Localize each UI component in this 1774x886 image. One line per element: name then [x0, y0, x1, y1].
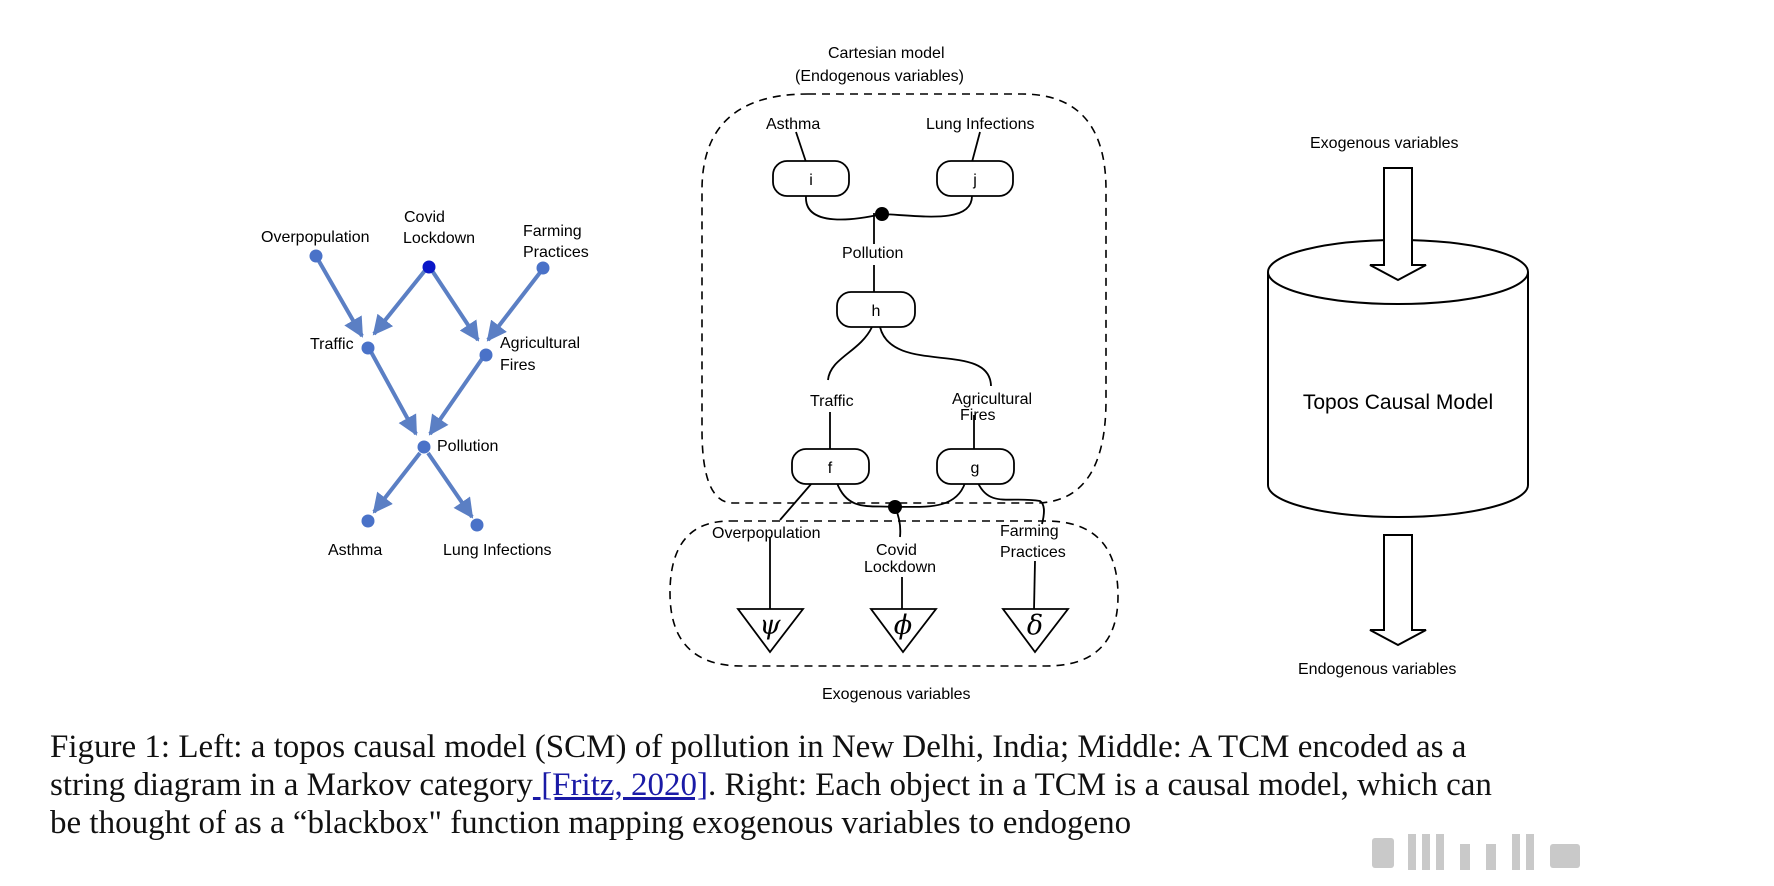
citation-link[interactable]: [Fritz, 2020] [532, 767, 708, 803]
left-nodes [309, 249, 550, 532]
edge-traffic-pollution [368, 349, 418, 436]
label-asthma: Asthma [328, 542, 382, 559]
exogenous-variables-label: Exogenous variables [822, 686, 971, 703]
wire-farming-delta [1033, 560, 1036, 611]
edge-covid-traffic [372, 266, 429, 336]
exogenous-boundary [669, 520, 1119, 667]
box-f [791, 448, 870, 485]
right-endogenous-label: Endogenous variables [1298, 661, 1456, 678]
wire-label-fires: Fires [960, 407, 996, 424]
input-arrow [1369, 167, 1427, 282]
box-j-label: j [972, 172, 977, 189]
wire-j-join [881, 195, 973, 218]
label-lockdown: Lockdown [403, 230, 475, 247]
wire-g-copy [894, 482, 966, 508]
edge-farming-agricultural-fires [486, 268, 544, 342]
wire-label-practices: Practices [1000, 544, 1066, 561]
output-arrow [1369, 534, 1427, 647]
middle-string-diagram: Cartesian model (Endogenous variables) [669, 45, 1119, 703]
wire-label-overpopulation: Overpopulation [712, 525, 821, 542]
wire-label-lung-infections: Lung Infections [926, 116, 1035, 133]
right-exogenous-label: Exogenous variables [1310, 135, 1459, 152]
watermark-overlay [1360, 830, 1740, 878]
edge-pollution-lung-infections [426, 451, 474, 519]
wire-label-agricultural: Agricultural [952, 391, 1032, 408]
box-h [836, 291, 916, 328]
wire-label-asthma: Asthma [766, 116, 820, 133]
label-agricultural: Agricultural [500, 335, 580, 352]
edge-pollution-asthma [372, 451, 422, 514]
wire-label-covid: Covid [876, 542, 917, 559]
box-h-label: h [872, 303, 881, 320]
caption-line-2-start: string diagram in a Markov category [50, 767, 533, 803]
box-g-label: g [971, 460, 980, 477]
edge-agricultural-fires-pollution [428, 354, 486, 436]
wire-h-traffic [827, 326, 873, 381]
label-practices: Practices [523, 244, 589, 261]
state-psi-triangle [736, 608, 805, 654]
label-lung-infections: Lung Infections [443, 542, 552, 559]
wire-g-farming [977, 482, 1045, 525]
wire-label-traffic: Traffic [810, 393, 854, 410]
right-blackbox-diagram: Exogenous variables Topos Causal Model E… [1267, 135, 1529, 678]
label-farming: Farming [523, 223, 582, 240]
node-agricultural-fires [479, 348, 493, 362]
cylinder-body [1267, 272, 1529, 518]
box-i [772, 160, 850, 197]
cartesian-title: Cartesian model [828, 45, 945, 62]
wire-label-farming: Farming [1000, 523, 1059, 540]
node-asthma [361, 514, 375, 528]
state-triangles [736, 608, 1070, 654]
wire-label-lockdown: Lockdown [864, 559, 936, 576]
box-f-label: f [828, 460, 833, 477]
wire-i-join [805, 195, 883, 221]
wire-lung-infections [971, 131, 981, 163]
node-farming-practices [536, 261, 550, 275]
label-covid: Covid [404, 209, 445, 226]
caption-line-1: Figure 1: Left: a topos causal model (SC… [50, 729, 1467, 765]
node-traffic [361, 341, 375, 355]
label-fires: Fires [500, 357, 536, 374]
cartesian-subtitle: (Endogenous variables) [795, 68, 964, 85]
box-i-label: i [809, 172, 813, 189]
edge-covid-agricultural-fires [429, 267, 480, 342]
state-psi-symbol: ψ [759, 610, 781, 641]
left-labels: Overpopulation Covid Lockdown Farming Pr… [261, 209, 589, 559]
copy-dot-bottom [888, 500, 902, 514]
label-traffic: Traffic [310, 336, 354, 353]
wire-f-copy-overpop [779, 482, 813, 521]
wire-label-pollution: Pollution [842, 245, 903, 262]
state-phi-symbol: ϕ [894, 610, 912, 641]
state-phi-triangle [869, 608, 938, 654]
node-lung-infections [470, 518, 484, 532]
node-overpopulation [309, 249, 323, 263]
topos-causal-model-label: Topos Causal Model [1303, 391, 1493, 414]
node-covid-lockdown [422, 260, 436, 274]
box-g [936, 448, 1015, 485]
label-overpopulation: Overpopulation [261, 229, 370, 246]
caption-line-2-end: . Right: Each object in a TCM is a causa… [708, 767, 1492, 803]
box-j [936, 160, 1014, 197]
wire-h-agri [879, 326, 992, 387]
figure-caption: Figure 1: Left: a topos causal model (SC… [50, 728, 1750, 842]
caption-line-3: be thought of as a “blackbox" function m… [50, 805, 1132, 841]
wire-asthma [795, 131, 807, 163]
left-causal-graph [314, 255, 544, 519]
label-pollution: Pollution [437, 438, 498, 455]
node-pollution [417, 440, 431, 454]
copy-dot-top [875, 207, 889, 221]
edge-overpopulation-traffic [314, 255, 364, 338]
state-delta-symbol: δ [1027, 610, 1043, 641]
morphism-boxes [772, 160, 1015, 485]
state-delta-triangle [1001, 608, 1070, 654]
caption-line-2: string diagram in a Markov category [Fri… [50, 766, 1750, 804]
wires [769, 131, 1045, 611]
